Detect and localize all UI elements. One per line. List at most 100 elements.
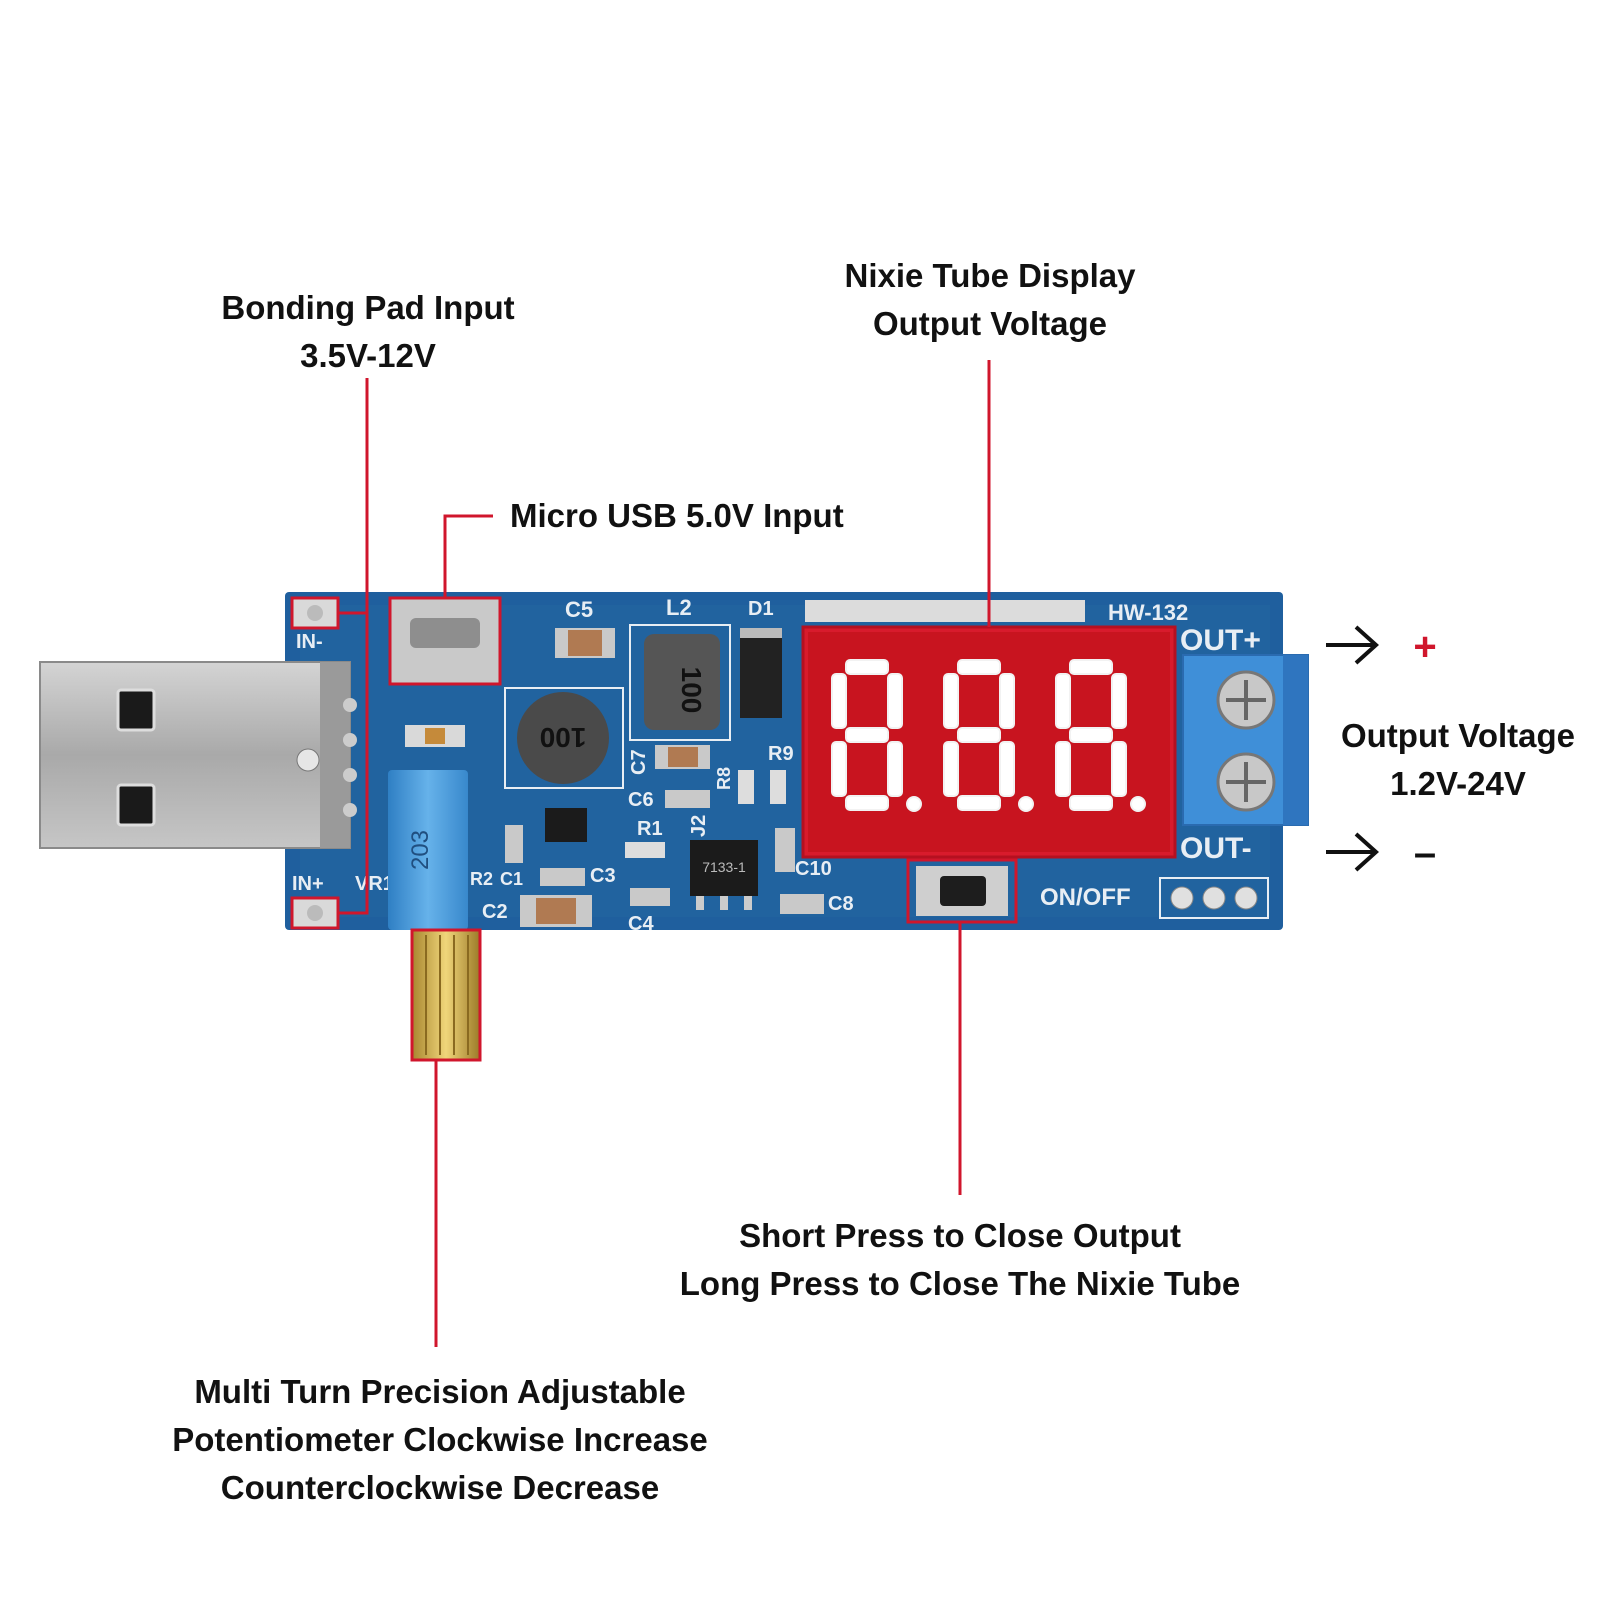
pin-hole	[343, 768, 357, 782]
header-pin	[1234, 886, 1258, 910]
silk-c3: C3	[590, 865, 616, 887]
digit-3-segment	[1055, 673, 1071, 729]
silk-c5: C5	[565, 597, 593, 622]
pad-hole	[307, 905, 323, 921]
silk-vr1: VR1	[355, 873, 394, 895]
digit-3-segment	[1111, 741, 1127, 797]
regulator-pin	[744, 896, 752, 910]
digit-3-segment	[1055, 741, 1071, 797]
silk-d1: D1	[748, 598, 774, 620]
silk-r2: R2	[470, 869, 493, 889]
inductor-l2	[644, 634, 720, 730]
pin-hole	[343, 698, 357, 712]
label-bonding-pad-line1: Bonding Pad Input	[221, 289, 515, 326]
silk-out-minus: OUT-	[1180, 832, 1252, 865]
on-off-button-frame	[906, 858, 1018, 924]
label-output-voltage-line1: Output Voltage	[1340, 717, 1576, 754]
callout-lines	[338, 360, 991, 1347]
label-micro-usb: Micro USB 5.0V Input	[510, 492, 844, 540]
label-bonding-pad: Bonding Pad Input 3.5V-12V	[168, 284, 568, 380]
silk-l2: L2	[666, 595, 692, 620]
resistor-r1	[625, 842, 665, 858]
regulator-ic	[690, 840, 758, 896]
output-arrows	[1326, 625, 1379, 872]
digit-1-segment	[845, 727, 889, 743]
digit-1-segment	[831, 741, 847, 797]
digit-2-segment	[957, 727, 1001, 743]
digit-2-segment	[943, 673, 959, 729]
micro-usb-opening	[410, 618, 480, 648]
capacitor-c3	[540, 868, 585, 886]
potentiometer-code: 203	[407, 830, 434, 870]
capacitor-c8	[780, 894, 824, 914]
digit-1-decimal-point	[906, 796, 922, 812]
digit-2-segment	[999, 673, 1015, 729]
display-digits	[831, 659, 1146, 812]
silk-c2: C2	[482, 901, 508, 923]
inductor-l1	[517, 692, 609, 784]
label-potentiometer-line1: Multi Turn Precision Adjustable	[194, 1373, 686, 1410]
digit-1-segment	[831, 673, 847, 729]
silk-r9: R9	[768, 743, 794, 765]
digit-1-segment	[845, 659, 889, 675]
silk-c4: C4	[628, 913, 654, 935]
potentiometer-screw	[410, 928, 482, 1062]
silk-c8: C8	[828, 893, 854, 915]
arrow-minus-head-icon	[1354, 832, 1379, 872]
usb-a-rivet	[296, 748, 320, 772]
label-nixie: Nixie Tube Display Output Voltage	[790, 252, 1190, 348]
silk-on-off: ON/OFF	[1040, 884, 1131, 911]
potentiometer-body	[388, 770, 468, 930]
silk-in-plus: IN+	[292, 873, 324, 895]
digit-1-segment	[887, 741, 903, 797]
header-pin	[1202, 886, 1226, 910]
display-tape	[805, 600, 1085, 622]
silk-j2: J2	[688, 815, 710, 837]
resistor-r8	[738, 770, 754, 804]
label-bonding-pad-line2: 3.5V-12V	[300, 337, 436, 374]
digit-3-segment	[1111, 673, 1127, 729]
usb-a-collar	[320, 662, 350, 848]
inductor-l2-outline	[629, 624, 731, 741]
capacitor-c6	[665, 790, 710, 808]
digit-2-decimal-point	[1018, 796, 1034, 812]
silk-c6: C6	[628, 789, 654, 811]
on-off-button-cap[interactable]	[940, 876, 986, 906]
digit-1-segment	[845, 795, 889, 811]
label-button: Short Press to Close Output Long Press t…	[640, 1212, 1280, 1308]
label-button-line1: Short Press to Close Output	[739, 1217, 1181, 1254]
silk-c10: C10	[795, 858, 832, 880]
capacitor-c7-body	[668, 747, 698, 767]
silk-r8: R8	[714, 767, 734, 790]
ic-sot	[545, 808, 587, 842]
digit-3-segment	[1069, 795, 1113, 811]
silk-r1: R1	[637, 818, 663, 840]
pad-hole	[307, 605, 323, 621]
capacitor-c5-body	[568, 630, 602, 656]
pin-hole	[343, 803, 357, 817]
label-nixie-line1: Nixie Tube Display	[844, 257, 1136, 294]
header-pins	[1159, 877, 1269, 919]
label-button-line2: Long Press to Close The Nixie Tube	[679, 1265, 1241, 1302]
label-nixie-line2: Output Voltage	[872, 305, 1108, 342]
output-minus-sign: –	[1414, 831, 1436, 875]
diode-d1	[740, 628, 782, 718]
label-potentiometer: Multi Turn Precision Adjustable Potentio…	[120, 1368, 760, 1512]
silk-c7: C7	[628, 749, 650, 775]
usb-a-hole	[116, 783, 156, 827]
inductor-l2-label: 100	[676, 667, 707, 714]
capacitor-c1	[505, 825, 523, 863]
inductor-l1-outline	[504, 687, 624, 789]
silk-c1: C1	[500, 869, 523, 889]
label-output-voltage-line2: 1.2V-24V	[1390, 765, 1526, 802]
silk-out-plus: OUT+	[1180, 624, 1261, 657]
arrow-plus-head-icon	[1354, 625, 1379, 665]
callout-micro-usb	[443, 514, 493, 598]
digit-2-segment	[957, 659, 1001, 675]
digit-3-segment	[1069, 659, 1113, 675]
silk-in-minus: IN-	[296, 631, 323, 653]
output-plus-sign: +	[1413, 625, 1436, 669]
pin-hole	[343, 733, 357, 747]
capacitor-c10	[775, 828, 795, 872]
